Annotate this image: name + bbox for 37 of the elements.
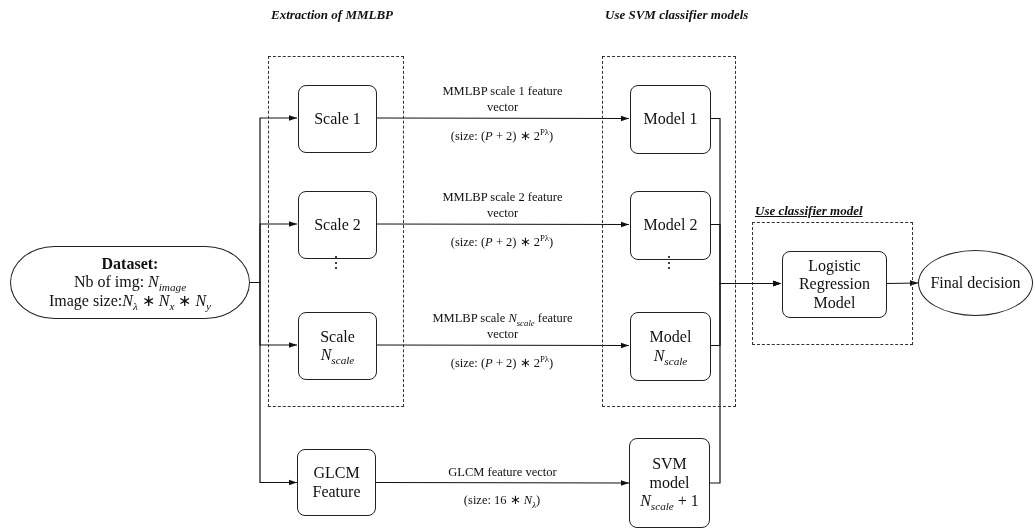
- node-text: Scale 1: [314, 109, 361, 129]
- node-text: GLCM Feature: [311, 464, 362, 501]
- process-box: [298, 85, 377, 153]
- node-text: Nb of img: N$_{image}$: [73, 273, 187, 292]
- process-box: [629, 438, 710, 528]
- group-heading: Use classifier model: [755, 203, 863, 219]
- process-box: [297, 449, 376, 516]
- node-text: Model N$_{scale}$: [648, 328, 693, 365]
- arrow: [375, 221, 630, 228]
- process-box: [630, 191, 711, 260]
- group-heading: Use SVM classifier models: [605, 7, 750, 23]
- node-text: Final decision: [930, 273, 1021, 293]
- vertical-ellipsis: ⋮: [661, 255, 677, 271]
- arrow: [375, 342, 630, 349]
- node-text: SVM model N$_{scale}$ + 1: [639, 455, 700, 511]
- process-box: [298, 312, 377, 380]
- node-text: Logistic Regression Model: [797, 256, 872, 313]
- group-heading: Extraction of MMLBP: [271, 7, 395, 23]
- size-annotation: (size: 16 ∗ N$_{λ}$): [463, 492, 541, 508]
- node-text: Scale 2: [314, 215, 361, 235]
- size-annotation: (size: (P + 2) ∗ 2$^{Pλ}$): [450, 128, 554, 144]
- process-box: [298, 191, 377, 259]
- size-annotation: (size: (P + 2) ∗ 2$^{Pλ}$): [450, 234, 554, 250]
- node-text: Scale N$_{scale}$: [319, 327, 356, 365]
- arrow: [375, 115, 630, 122]
- vertical-ellipsis: ⋮: [328, 255, 344, 271]
- size-annotation: (size: (P + 2) ∗ 2$^{Pλ}$): [450, 355, 554, 371]
- arrow: [709, 280, 782, 484]
- process-box: [782, 251, 887, 318]
- process-box: [630, 85, 711, 154]
- node-text: Model 1: [643, 110, 698, 129]
- node-heading: Dataset:: [101, 254, 159, 274]
- arrow: [249, 281, 298, 486]
- arrow: [885, 280, 919, 287]
- arrow: [375, 480, 630, 486]
- process-box: [630, 312, 711, 381]
- node-text: Model 2: [643, 216, 698, 235]
